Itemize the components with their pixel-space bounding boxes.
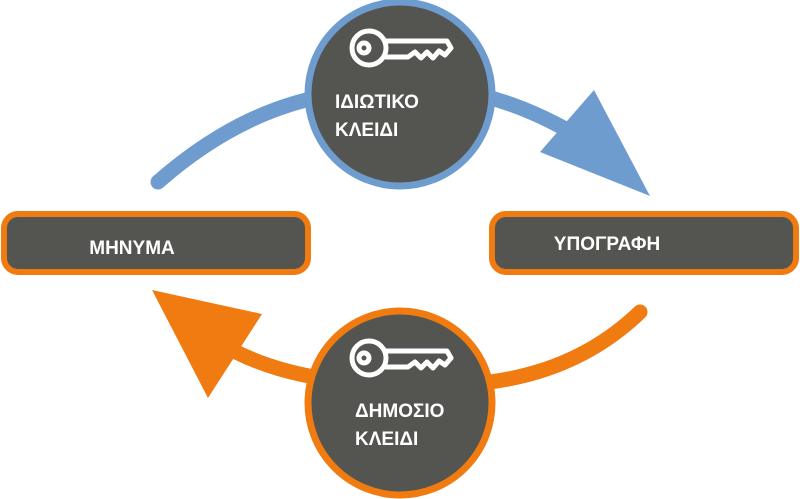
- private-key-label-line2: ΚΛΕΙΔΙ: [335, 120, 399, 141]
- signature-box: [489, 211, 799, 275]
- blue-arrowhead: [540, 90, 650, 196]
- public-key-label-line2: ΚΛΕΙΔΙ: [355, 429, 419, 450]
- private-key-label-line1: ΙΔΙΩΤΙΚΟ: [335, 92, 419, 113]
- message-label: ΜΗΝΥΜΑ: [89, 238, 175, 259]
- key-icon: [349, 338, 454, 378]
- signature-label: ΥΠΟΓΡΑΦΗ: [553, 234, 661, 255]
- message-box: [1, 211, 311, 275]
- key-icon: [349, 28, 454, 68]
- orange-arrowhead: [152, 290, 262, 398]
- public-key-label-line1: ΔΗΜΟΣΙΟ: [355, 401, 445, 422]
